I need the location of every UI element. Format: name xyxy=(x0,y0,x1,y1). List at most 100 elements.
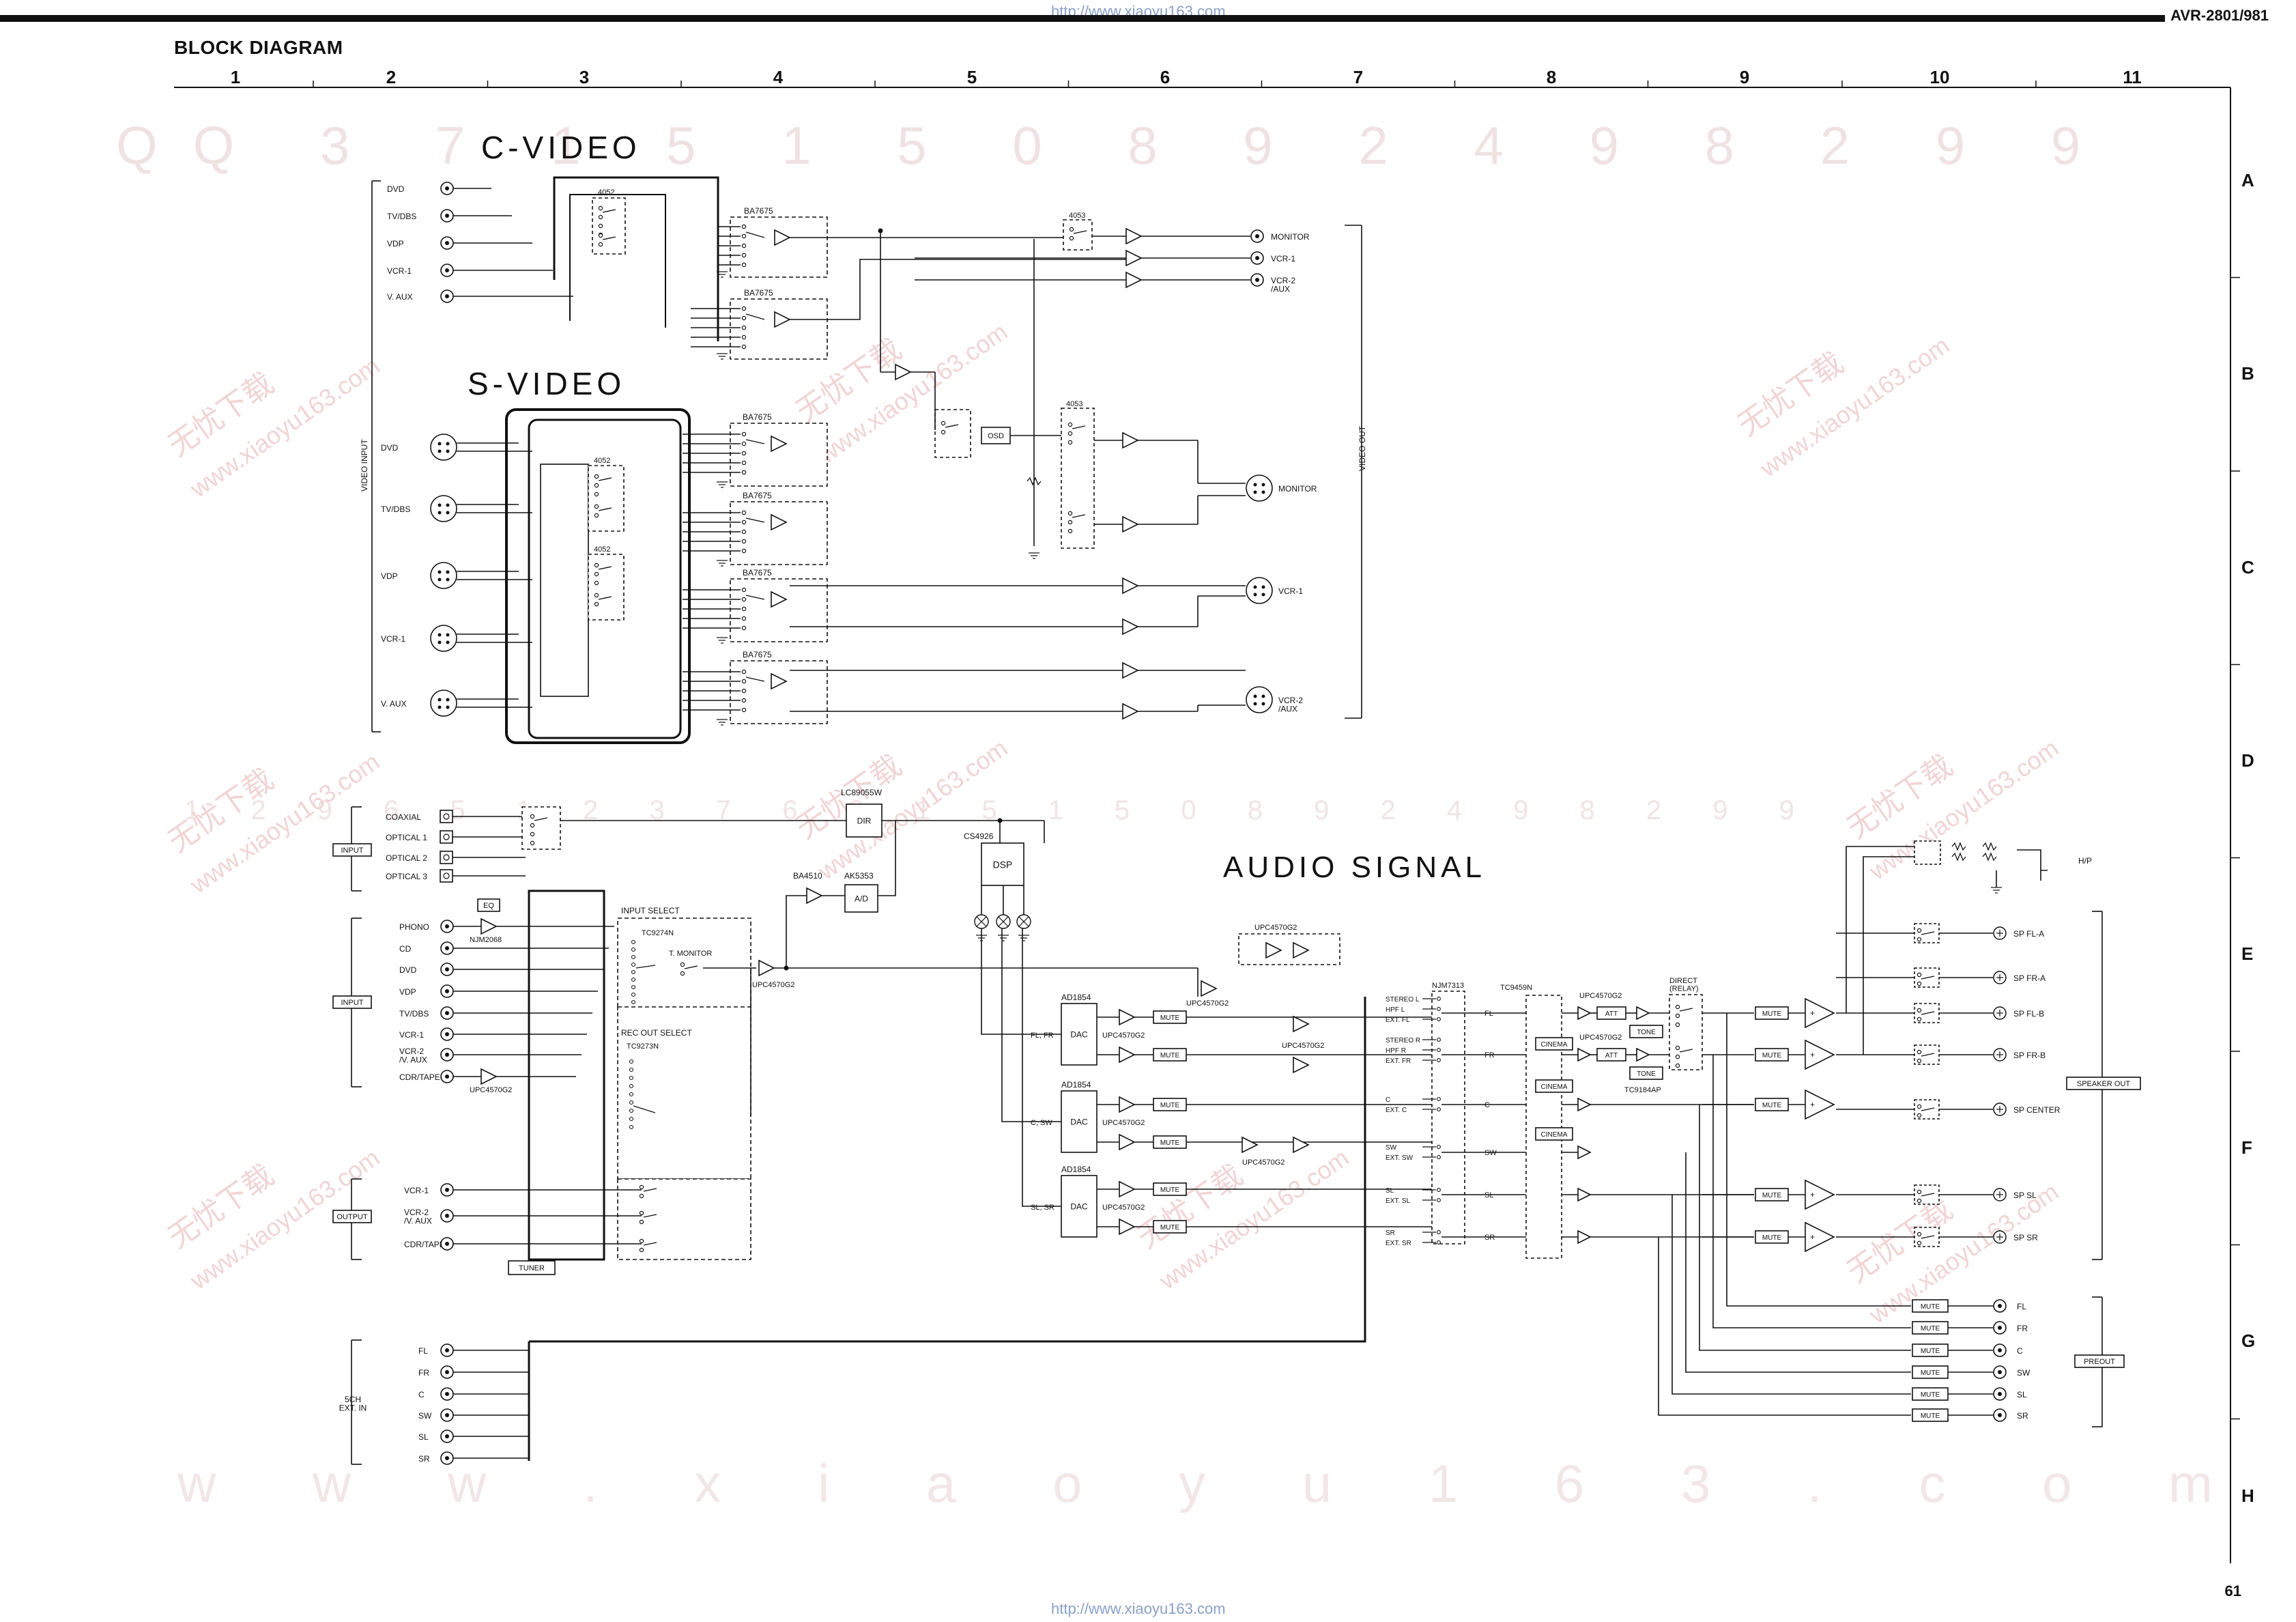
cvideo-4053-switch-contact xyxy=(1069,227,1074,232)
preout-tag xyxy=(2074,1354,2125,1368)
digital-input-label-0: COAXIAL xyxy=(386,812,421,822)
digital-input-label-3: OPTICAL 3 xyxy=(386,872,427,881)
input-select-contact xyxy=(631,947,636,952)
svideo-4053-sw-b-contact xyxy=(1067,528,1073,534)
svideo-ba7675-label-3: BA7675 xyxy=(743,650,772,659)
tc9273n-label: TC9273N xyxy=(627,1042,659,1051)
digital-sw-contact xyxy=(530,823,535,828)
speaker-relay-sw-2-contact xyxy=(1917,1016,1922,1022)
cvideo-input-jack-0-pin xyxy=(445,186,449,190)
svideo-input-jack-3-pin-1 xyxy=(437,633,442,637)
svideo-input-jack-4-pin-2 xyxy=(446,698,450,702)
svideo-input-jack-2-pin-1 xyxy=(437,570,442,574)
svideo-ba-arm xyxy=(745,677,765,682)
rec-select-box xyxy=(617,1006,751,1180)
cvideo-ba7675-0 xyxy=(730,216,828,278)
hpf-amp-4 xyxy=(1293,1015,1310,1033)
cs4926-label: CS4926 xyxy=(964,831,994,841)
svideo-osd-sw-arm xyxy=(945,424,959,428)
power-amp-0 xyxy=(1805,997,1835,1029)
dsp-chip xyxy=(981,842,1024,886)
rec-out-sw-1-contact xyxy=(639,1219,644,1225)
svideo-4052-switch-1-contact xyxy=(594,580,599,586)
rec-select-contact xyxy=(629,1067,634,1072)
preout-wire xyxy=(1658,1237,1911,1416)
svideo-out-label-2: VCR-2/AUX xyxy=(1278,696,1303,714)
svideo-ba-contact xyxy=(741,669,747,674)
dac-pair-label-0: FL, FR xyxy=(1031,1031,1054,1040)
svideo-input-jack-1-pin-4 xyxy=(446,511,450,515)
njm7313-box xyxy=(1431,991,1465,1244)
svideo-ba-contact xyxy=(741,431,747,437)
tuner-box-label: TUNER xyxy=(519,1264,545,1272)
rec-select-contact xyxy=(629,1100,634,1105)
cvideo-ba-contact xyxy=(741,335,747,340)
cvideo-out-jack-0-pin xyxy=(1255,234,1259,238)
column-label-3: 3 xyxy=(579,67,589,87)
svideo-out-jack-monitor-pin-4 xyxy=(1261,490,1265,494)
analog-input-jack-0-pin xyxy=(445,924,449,928)
selector-contact xyxy=(1437,997,1441,1001)
svideo-out-jack-monitor-pin-3 xyxy=(1253,490,1257,494)
hp-wire xyxy=(1863,856,1914,1055)
cvideo-input-label-4: V. AUX xyxy=(387,292,413,302)
eq-box-label: EQ xyxy=(483,902,494,910)
top-rule xyxy=(0,15,2230,22)
selector-line-5: EXT. FR xyxy=(1386,1057,1411,1065)
digital-input-tag xyxy=(332,843,372,857)
cvideo-input-label-0: DVD xyxy=(387,184,405,194)
svideo-ba-contact xyxy=(741,587,747,593)
analog-input-tag xyxy=(332,995,372,1009)
hp-resistor-3 xyxy=(1982,842,1997,851)
cvideo-4052-switch-b-arm xyxy=(602,236,616,240)
cvideo-ba7675-label-1: BA7675 xyxy=(744,288,773,298)
selector-contact xyxy=(1437,1058,1441,1062)
direct-relay-label: DIRECT(RELAY) xyxy=(1669,977,1699,993)
svideo-4052-switch-1-arm xyxy=(598,566,612,570)
att-upc-label-0: UPC4570G2 xyxy=(1579,992,1622,1000)
row-label-G: G xyxy=(2241,1331,2255,1351)
svideo-out-amp-a0 xyxy=(1122,577,1139,595)
svideo-input-jack-0-pin-3 xyxy=(437,449,442,453)
svideo-ba-contact xyxy=(741,625,747,631)
svideo-ba7675-0 xyxy=(730,423,828,487)
speaker-mute-1-label: MUTE xyxy=(1762,1052,1782,1059)
preout-mute-5-label: MUTE xyxy=(1921,1412,1940,1420)
ext-in-jack-4-pin xyxy=(445,1434,449,1438)
preout-jack-2-pin xyxy=(1998,1348,2002,1352)
svideo-out-jack-2 xyxy=(1246,686,1273,713)
selector-line-9: EXT. SW xyxy=(1386,1154,1414,1162)
adc-chip xyxy=(844,884,878,913)
svideo-resistor xyxy=(1027,476,1042,486)
analog-input-jack-1-pin xyxy=(445,946,449,950)
selector-line-12: SR xyxy=(1386,1229,1395,1237)
analog-input-jack-4-pin xyxy=(445,1011,449,1015)
att-box-1-label: ATT xyxy=(1605,1052,1618,1059)
input-select-contact xyxy=(631,939,636,945)
svideo-4053-sw-b-contact xyxy=(1067,520,1073,525)
svideo-ba-contact xyxy=(741,510,747,515)
power-amp-plus-1: + xyxy=(1810,1050,1815,1059)
svideo-out-amp-a1 xyxy=(1122,661,1139,679)
digital-input-jack-core-2 xyxy=(443,854,450,861)
tc9459n-label: TC9459N xyxy=(1500,984,1532,992)
dir-chip xyxy=(846,803,882,838)
digital-input-label-2: OPTICAL 2 xyxy=(386,853,427,863)
preout-mute-2-label: MUTE xyxy=(1921,1348,1940,1355)
speaker-out-label-4: SP CENTER xyxy=(2013,1105,2061,1115)
svideo-ba7675-label-1: BA7675 xyxy=(743,491,772,500)
channel-amp-3 xyxy=(1577,1145,1592,1160)
svideo-input-jack-1-pin-1 xyxy=(437,503,442,507)
ext-in-label-1: FR xyxy=(418,1368,429,1378)
dac-mute-0-0-label: MUTE xyxy=(1160,1014,1180,1022)
svideo-4053-sw-b-contact xyxy=(1067,511,1073,516)
rec-out-jack-1-pin xyxy=(445,1214,449,1218)
svideo-input-jack-4-pin-3 xyxy=(437,705,442,709)
digital-input-switch xyxy=(521,806,561,850)
speaker-out-tag-label: SPEAKER OUT xyxy=(2077,1080,2131,1088)
page-title: BLOCK DIAGRAM xyxy=(174,37,343,58)
column-label-1: 1 xyxy=(231,67,240,87)
svideo-out-jack-2-pin-4 xyxy=(1261,702,1265,706)
footer-url[interactable]: http://www.xiaoyu163.com xyxy=(1051,1600,1226,1617)
svideo-out-label-0: MONITOR xyxy=(1278,484,1317,494)
